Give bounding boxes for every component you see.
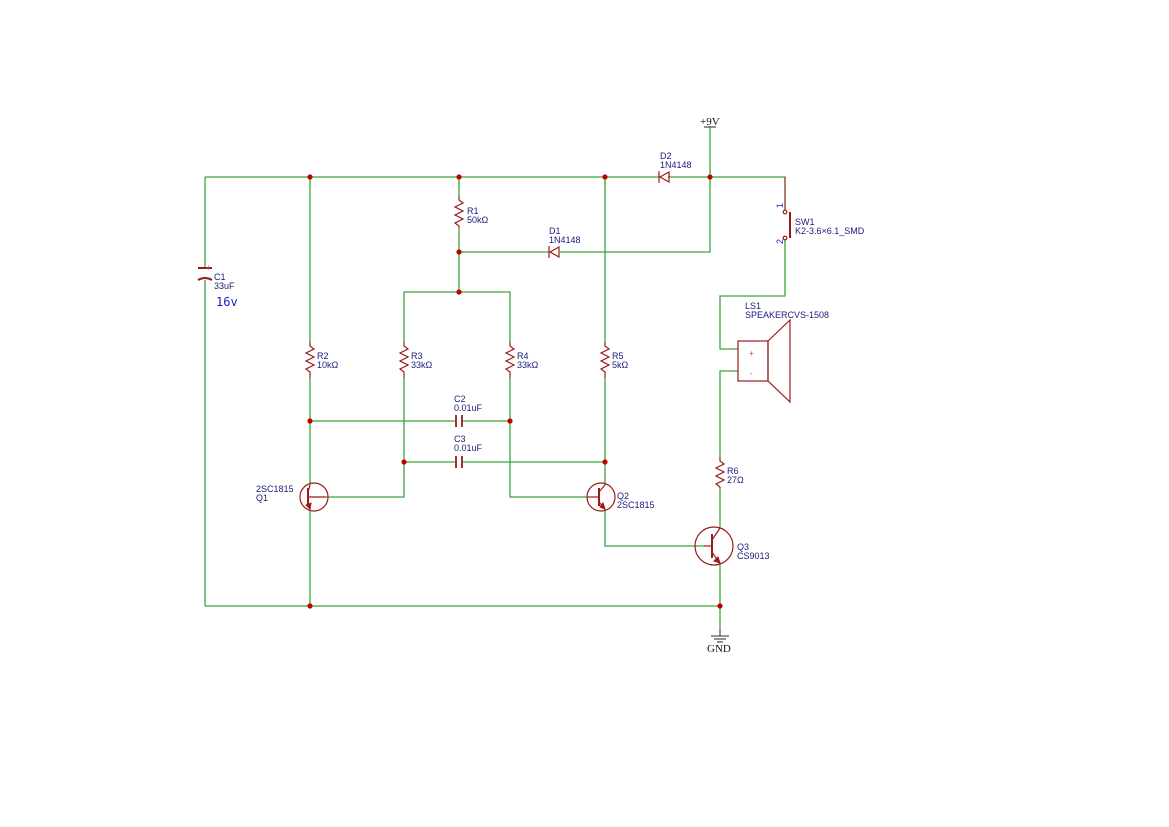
wire-sw1-to-ls1	[719, 240, 786, 350]
r2-value: 10kΩ	[317, 360, 339, 370]
r1-ref: R1	[467, 206, 479, 216]
r5-ref: R5	[612, 351, 624, 361]
junction-dot	[456, 249, 462, 255]
resistor-r6: R6 27Ω	[714, 457, 744, 489]
d1-ref: D1	[549, 226, 561, 236]
capacitor-c1: + C1 33uF 16v	[197, 263, 238, 309]
capacitor-c3: C3 0.01uF	[454, 434, 483, 468]
r4-ref: R4	[517, 351, 529, 361]
junction-dot	[602, 459, 608, 465]
junction-dot	[456, 174, 462, 180]
q2-ref: Q2	[617, 491, 629, 501]
r3-value: 33kΩ	[411, 360, 433, 370]
resistor-r5: R5 5kΩ	[599, 342, 629, 378]
diode-d1: D1 1N4148	[548, 226, 581, 259]
r1-value: 50kΩ	[467, 215, 489, 225]
transistor-q3: Q3 CS9013	[694, 526, 770, 566]
gnd-label: GND	[707, 643, 731, 655]
vcc-symbol: +9V	[700, 116, 720, 128]
gnd-symbol: GND	[707, 630, 731, 655]
wire-ls1-to-r6	[719, 370, 738, 457]
transistor-q1: 2SC1815 Q1	[256, 482, 329, 512]
vcc-label: +9V	[700, 116, 720, 128]
resistor-r2: R2 10kΩ	[304, 342, 339, 378]
c1-note: 16v	[216, 295, 238, 309]
wire-d2-to-9v	[668, 176, 786, 210]
diode-d2: D2 1N4148	[658, 151, 692, 184]
d1-value: 1N4148	[549, 235, 581, 245]
ls1-value: SPEAKERCVS-1508	[745, 310, 829, 320]
r4-value: 33kΩ	[517, 360, 539, 370]
sw1-pin1: 1	[775, 203, 785, 208]
wire-r3-to-q1-base	[326, 378, 405, 498]
resistor-r1: R1 50kΩ	[453, 196, 489, 228]
wires	[204, 127, 786, 630]
r5-value: 5kΩ	[612, 360, 629, 370]
r3-ref: R3	[411, 351, 423, 361]
junction-dot	[307, 603, 313, 609]
r2-ref: R2	[317, 351, 329, 361]
q2-value: 2SC1815	[617, 500, 655, 510]
ls1-pin-plus: +	[749, 349, 754, 358]
junctions	[307, 174, 723, 609]
svg-text:+: +	[206, 263, 211, 272]
q3-value: CS9013	[737, 551, 770, 561]
sw1-pin2: 2	[775, 239, 785, 244]
junction-dot	[307, 418, 313, 424]
capacitor-c2: C2 0.01uF	[454, 394, 483, 427]
r6-value: 27Ω	[727, 475, 744, 485]
c3-value: 0.01uF	[454, 443, 483, 453]
d2-ref: D2	[660, 151, 672, 161]
junction-dot	[456, 289, 462, 295]
sw1-ref: SW1	[795, 217, 815, 227]
wire-q2-emitter-to-q3	[604, 509, 704, 547]
c3-ref: C3	[454, 434, 466, 444]
ls1-ref: LS1	[745, 301, 761, 311]
junction-dot	[707, 174, 713, 180]
d2-value: 1N4148	[660, 160, 692, 170]
q1-value: 2SC1815	[256, 484, 294, 494]
transistor-q2: Q2 2SC1815	[586, 482, 655, 512]
c1-value: 33uF	[214, 281, 235, 291]
resistor-r4: R4 33kΩ	[504, 342, 539, 378]
junction-dot	[507, 418, 513, 424]
junction-dot	[717, 603, 723, 609]
q1-ref: Q1	[256, 493, 268, 503]
resistor-r3: R3 33kΩ	[398, 342, 433, 378]
junction-dot	[307, 174, 313, 180]
c1-ref: C1	[214, 272, 226, 282]
switch-sw1: 1 2 SW1 K2-3.6×6.1_SMD	[775, 177, 865, 244]
q3-ref: Q3	[737, 542, 749, 552]
speaker-ls1: + - LS1 SPEAKERCVS-1508	[737, 301, 829, 404]
junction-dot	[401, 459, 407, 465]
c2-ref: C2	[454, 394, 466, 404]
junction-dot	[602, 174, 608, 180]
wire-r4-to-q2-base	[509, 378, 588, 498]
wire-r3r4-bridge	[403, 291, 511, 342]
r6-ref: R6	[727, 466, 739, 476]
sw1-value: K2-3.6×6.1_SMD	[795, 226, 865, 236]
wire-d1-right	[560, 177, 711, 253]
ls1-pin-minus: -	[750, 369, 753, 378]
c2-value: 0.01uF	[454, 403, 483, 413]
